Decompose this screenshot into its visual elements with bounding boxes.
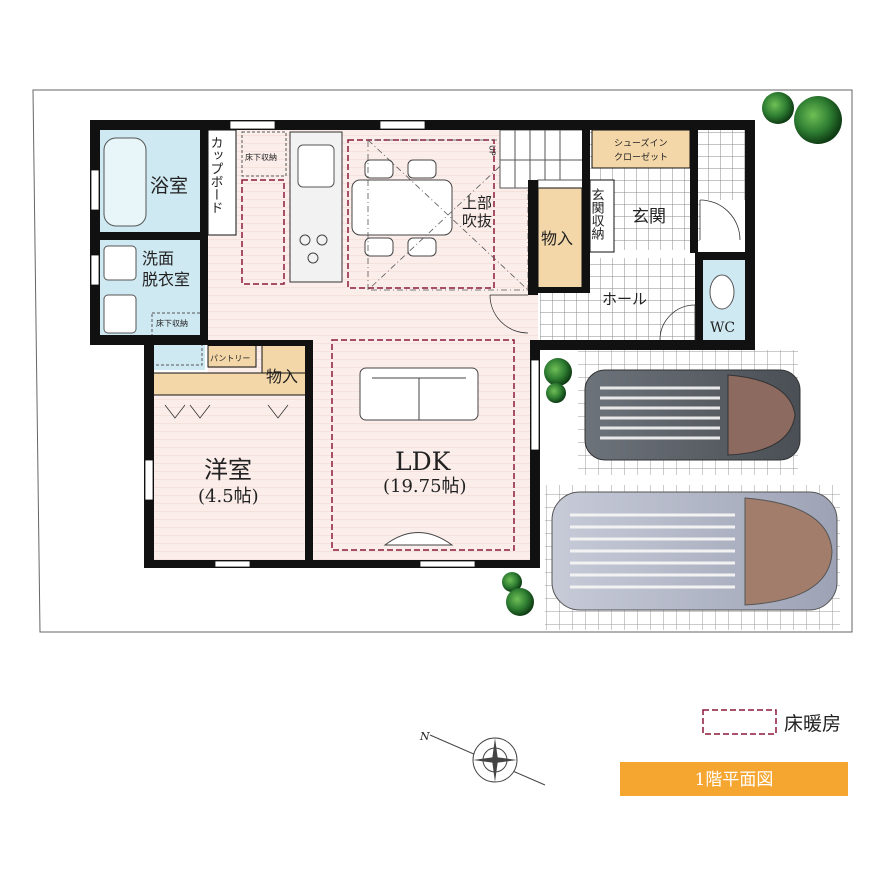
label-entrance: 玄関: [632, 207, 666, 227]
legend-swatch: [702, 709, 777, 735]
stove-burner: [307, 252, 319, 264]
stove-burner: [299, 234, 311, 246]
staircase: [499, 129, 586, 189]
label-underfloor-kitchen: 床下収納: [245, 152, 277, 162]
western-room-floor: [150, 395, 310, 563]
label-storage-small: 物入: [266, 367, 298, 386]
tree-bottom: [502, 572, 534, 616]
label-underfloor-wash: 床下収納: [156, 318, 188, 328]
toilet: [709, 274, 735, 310]
compass: [429, 734, 546, 786]
compass-north: N: [419, 730, 430, 743]
label-ldk-size: (19.75帖): [383, 476, 467, 497]
label-atrium-1: 上部: [462, 194, 492, 212]
tree-top-right: [762, 92, 842, 144]
label-ldk: LDK: [395, 447, 452, 476]
label-shoes-closet-2: クローゼット: [614, 151, 668, 163]
stove-burner: [316, 234, 328, 246]
label-hall: ホール: [602, 290, 647, 308]
label-western-room-size: (4.5帖): [198, 486, 259, 507]
shoes-closet-box: [591, 129, 691, 169]
bathtub: [103, 137, 147, 227]
dining-table: [351, 179, 453, 236]
label-up: UP: [488, 145, 497, 156]
door-swings: [164, 199, 741, 419]
title-bar: [620, 762, 848, 796]
legend-label: 床暖房: [784, 713, 841, 735]
floor-heating-zone: [331, 339, 515, 551]
title-text: 1階平面図: [695, 770, 774, 790]
floor-heating-zone: [241, 179, 285, 285]
washing-machine: [103, 294, 137, 334]
label-western-room: 洋室: [204, 456, 252, 484]
tree-left-parking: [544, 358, 572, 403]
label-storage-tall: 物入: [541, 229, 573, 248]
chair: [407, 237, 437, 257]
tv-unit: [383, 532, 454, 546]
chair: [364, 159, 394, 179]
entrance-storage-box: [589, 179, 615, 253]
label-atrium-2: 吹抜: [462, 212, 492, 230]
car-gray: [584, 369, 801, 461]
floor-heating-zone: [347, 139, 495, 289]
label-shoes-closet-1: シューズイン: [614, 137, 668, 149]
wash-basin: [103, 245, 137, 281]
label-washroom-2: 脱衣室: [142, 270, 190, 289]
chair: [364, 237, 394, 257]
site-boundary: [32, 89, 853, 633]
chair: [407, 159, 437, 179]
kitchen-sink: [297, 144, 335, 188]
label-bath: 浴室: [150, 175, 188, 197]
porch-tile: [700, 120, 750, 200]
windows: [90, 120, 540, 568]
label-cupboard: カップボード: [208, 136, 223, 214]
label-entrance-storage: 玄関収納: [589, 188, 605, 241]
label-wc: WC: [710, 320, 735, 336]
label-washroom-1: 洗面: [142, 249, 174, 268]
car-silver: [551, 491, 838, 611]
cupboard-box: [207, 129, 237, 236]
underfloor-storage-kitchen: [241, 131, 287, 177]
label-pantry: パントリー: [210, 354, 250, 363]
